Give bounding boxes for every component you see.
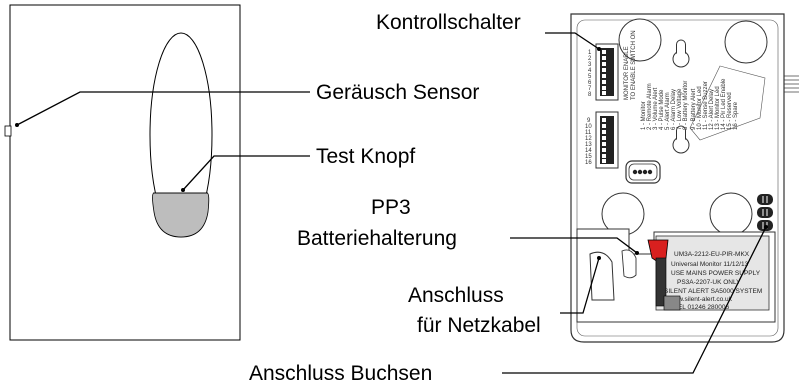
- switch-number: 12: [585, 136, 592, 142]
- switch-setting: 9 - Battery Alert: [691, 88, 697, 130]
- label-power-line2: für Netzkabel: [417, 314, 541, 337]
- power-cable-entry: [589, 251, 615, 301]
- switch-number-labels-bottom: 9 10 11 12 13 14 15 16: [585, 118, 592, 166]
- switch-setting: 2 - Remote Alarm: [647, 83, 653, 130]
- keyhole-slot-top: [672, 39, 690, 68]
- switch-number: 11: [585, 130, 592, 136]
- mounting-hole-top-left: [618, 18, 662, 62]
- switch-number: 4: [588, 68, 592, 74]
- switch-number: 2: [588, 56, 592, 62]
- switch-setting: 5 - Alert Alarm: [665, 92, 671, 130]
- switch-number: 6: [588, 80, 592, 86]
- plate-line: UM3A-2212-EU-PIR-MKX: [674, 251, 750, 258]
- switch-number: 3: [588, 62, 592, 68]
- label-control-switch: Kontrollschalter: [376, 11, 521, 34]
- switch-header-line: TO ENABLE SWITCH ON: [631, 30, 637, 100]
- switch-number-labels-top: 1 2 3 4 5 6 7 8: [588, 50, 592, 98]
- power-dot: [597, 256, 601, 260]
- test-button-leader: [182, 155, 310, 191]
- label-sockets: Anschluss Buchsen: [249, 362, 432, 385]
- keyhole-slot-middle: [672, 125, 690, 154]
- sockets-leader: [502, 226, 767, 374]
- label-test-button: Test Knopf: [316, 145, 415, 168]
- socket-jacks[interactable]: [757, 194, 773, 231]
- dip-switch-bank-lower[interactable]: [595, 111, 619, 169]
- switch-number: 15: [585, 154, 592, 160]
- switch-header: MONITOR ENABLE TO ENABLE SWITCH ON: [624, 30, 637, 100]
- switch-number: 16: [585, 160, 592, 166]
- label-battery-line1: PP3: [371, 196, 411, 219]
- plate-line: USE MAINS POWER SUPPLY: [671, 270, 761, 277]
- test-button-dot: [181, 188, 185, 192]
- plate-line: PS3A-2207-UK ONLY: [677, 279, 741, 286]
- switch-setting: 10 - Monitor Led: [697, 86, 703, 130]
- settings-label-plate: [689, 65, 766, 141]
- switch-setting: 12 - Alert Delay: [709, 89, 715, 130]
- plate-line: Universal Monitor 11/12/13: [671, 261, 749, 268]
- plate-line: SILENT ALERT SA5000 SYSTEM: [664, 288, 762, 295]
- battery-dot: [635, 251, 639, 255]
- control-switch-dot: [597, 47, 601, 51]
- mounting-hole-mid-right: [709, 192, 753, 236]
- mounting-hole-top-right: [724, 20, 768, 64]
- power-leader: [560, 257, 600, 314]
- switch-setting: 8 - Battery Monitor: [683, 81, 689, 130]
- switch-setting: 6 - Alarm Delay: [671, 89, 677, 130]
- switch-number: 7: [588, 86, 592, 92]
- side-vent: [784, 75, 799, 93]
- control-switch-leader: [545, 32, 600, 50]
- label-battery-line2: Batteriehalterung: [297, 227, 457, 250]
- switch-settings-list: 1 - Monitor 2 - Remote Alarm 3 - Volume …: [641, 81, 689, 130]
- plate-line: www.silent-alert.co.uk: [668, 296, 733, 303]
- dip-switch-bank-upper[interactable]: [595, 43, 619, 101]
- callout-labels: Kontrollschalter Geräusch Sensor Test Kn…: [249, 11, 541, 385]
- switch-setting: 13 - Monitor Led: [715, 86, 721, 130]
- front-side-tab: [4, 125, 12, 137]
- battery-leader: [510, 237, 638, 254]
- switch-setting: 7 - Low Voltage: [677, 88, 683, 130]
- switch-setting: 16 - Spare: [733, 101, 739, 130]
- plate-line: TEL 01246 280006: [674, 304, 729, 311]
- switch-number: 1: [588, 50, 592, 56]
- label-power-line1: Anschluss: [408, 284, 504, 307]
- front-view: [4, 4, 241, 341]
- switch-setting: 14 - Pir Led Enable: [721, 78, 727, 130]
- label-noise-sensor: Geräusch Sensor: [316, 81, 479, 104]
- front-leader-lines: [15, 91, 310, 192]
- power-cable-slot: [621, 249, 637, 279]
- switch-setting: 11 - Sense Buzzer: [703, 81, 709, 130]
- switch-number: 13: [585, 142, 592, 148]
- back-view: 1 2 3 4 5 6 7 8 9 10 11 12 13 14 15 16 M…: [570, 13, 799, 343]
- noise-sensor-leader: [16, 91, 310, 126]
- switch-header-line: MONITOR ENABLE: [624, 46, 630, 100]
- noise-sensor-dot: [15, 123, 19, 127]
- switch-number: 5: [588, 74, 592, 80]
- switch-number: 9: [587, 118, 591, 124]
- switch-setting: 1 - Monitor: [641, 101, 647, 130]
- back-leader-lines: [502, 32, 768, 374]
- test-button[interactable]: [152, 192, 210, 238]
- switch-setting: 15 - Reserved: [727, 92, 733, 130]
- switch-setting: 3 - Volume Alert: [653, 87, 659, 130]
- switch-settings-list-2: 9 - Battery Alert 10 - Monitor Led 11 - …: [691, 78, 739, 130]
- connector-port: [625, 160, 661, 184]
- switch-setting: 4 - Pulse Mode: [659, 89, 665, 130]
- battery-clip: [647, 239, 681, 311]
- switch-number: 8: [588, 92, 592, 98]
- switch-number: 10: [585, 124, 592, 130]
- sockets-dot: [764, 225, 768, 229]
- switch-number: 14: [585, 148, 592, 154]
- back-inner-frame: [576, 19, 779, 337]
